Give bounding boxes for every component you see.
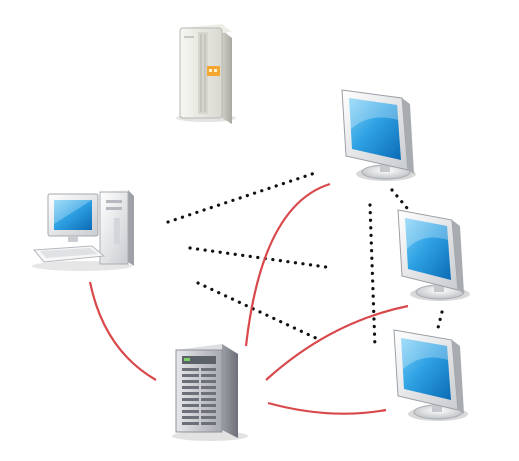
rack-server-icon: [172, 344, 248, 441]
dotted-link-workstation-monitor-2: [188, 246, 335, 270]
solid-link-rack-server-monitor-1: [244, 182, 331, 347]
dotted-link-workstation-monitor-1: [166, 170, 320, 224]
monitor-icon: [393, 329, 468, 421]
solid-link-rack-server-monitor-2: [265, 304, 409, 381]
dotted-link-monitor-1-monitor-3: [368, 203, 377, 350]
monitor-icon: [397, 209, 470, 301]
desktop-computer-icon: [32, 190, 134, 271]
solid-link-workstation-rack-server: [88, 281, 157, 381]
dotted-link-workstation-monitor-3: [196, 281, 322, 342]
dotted-link-monitor-2-monitor-3: [435, 310, 444, 334]
monitor-icon: [341, 89, 416, 181]
tower-server-icon: [176, 24, 236, 124]
connection-links: [88, 170, 444, 415]
dotted-link-monitor-1-monitor-2: [390, 188, 409, 210]
solid-link-rack-server-monitor-3: [267, 401, 387, 415]
